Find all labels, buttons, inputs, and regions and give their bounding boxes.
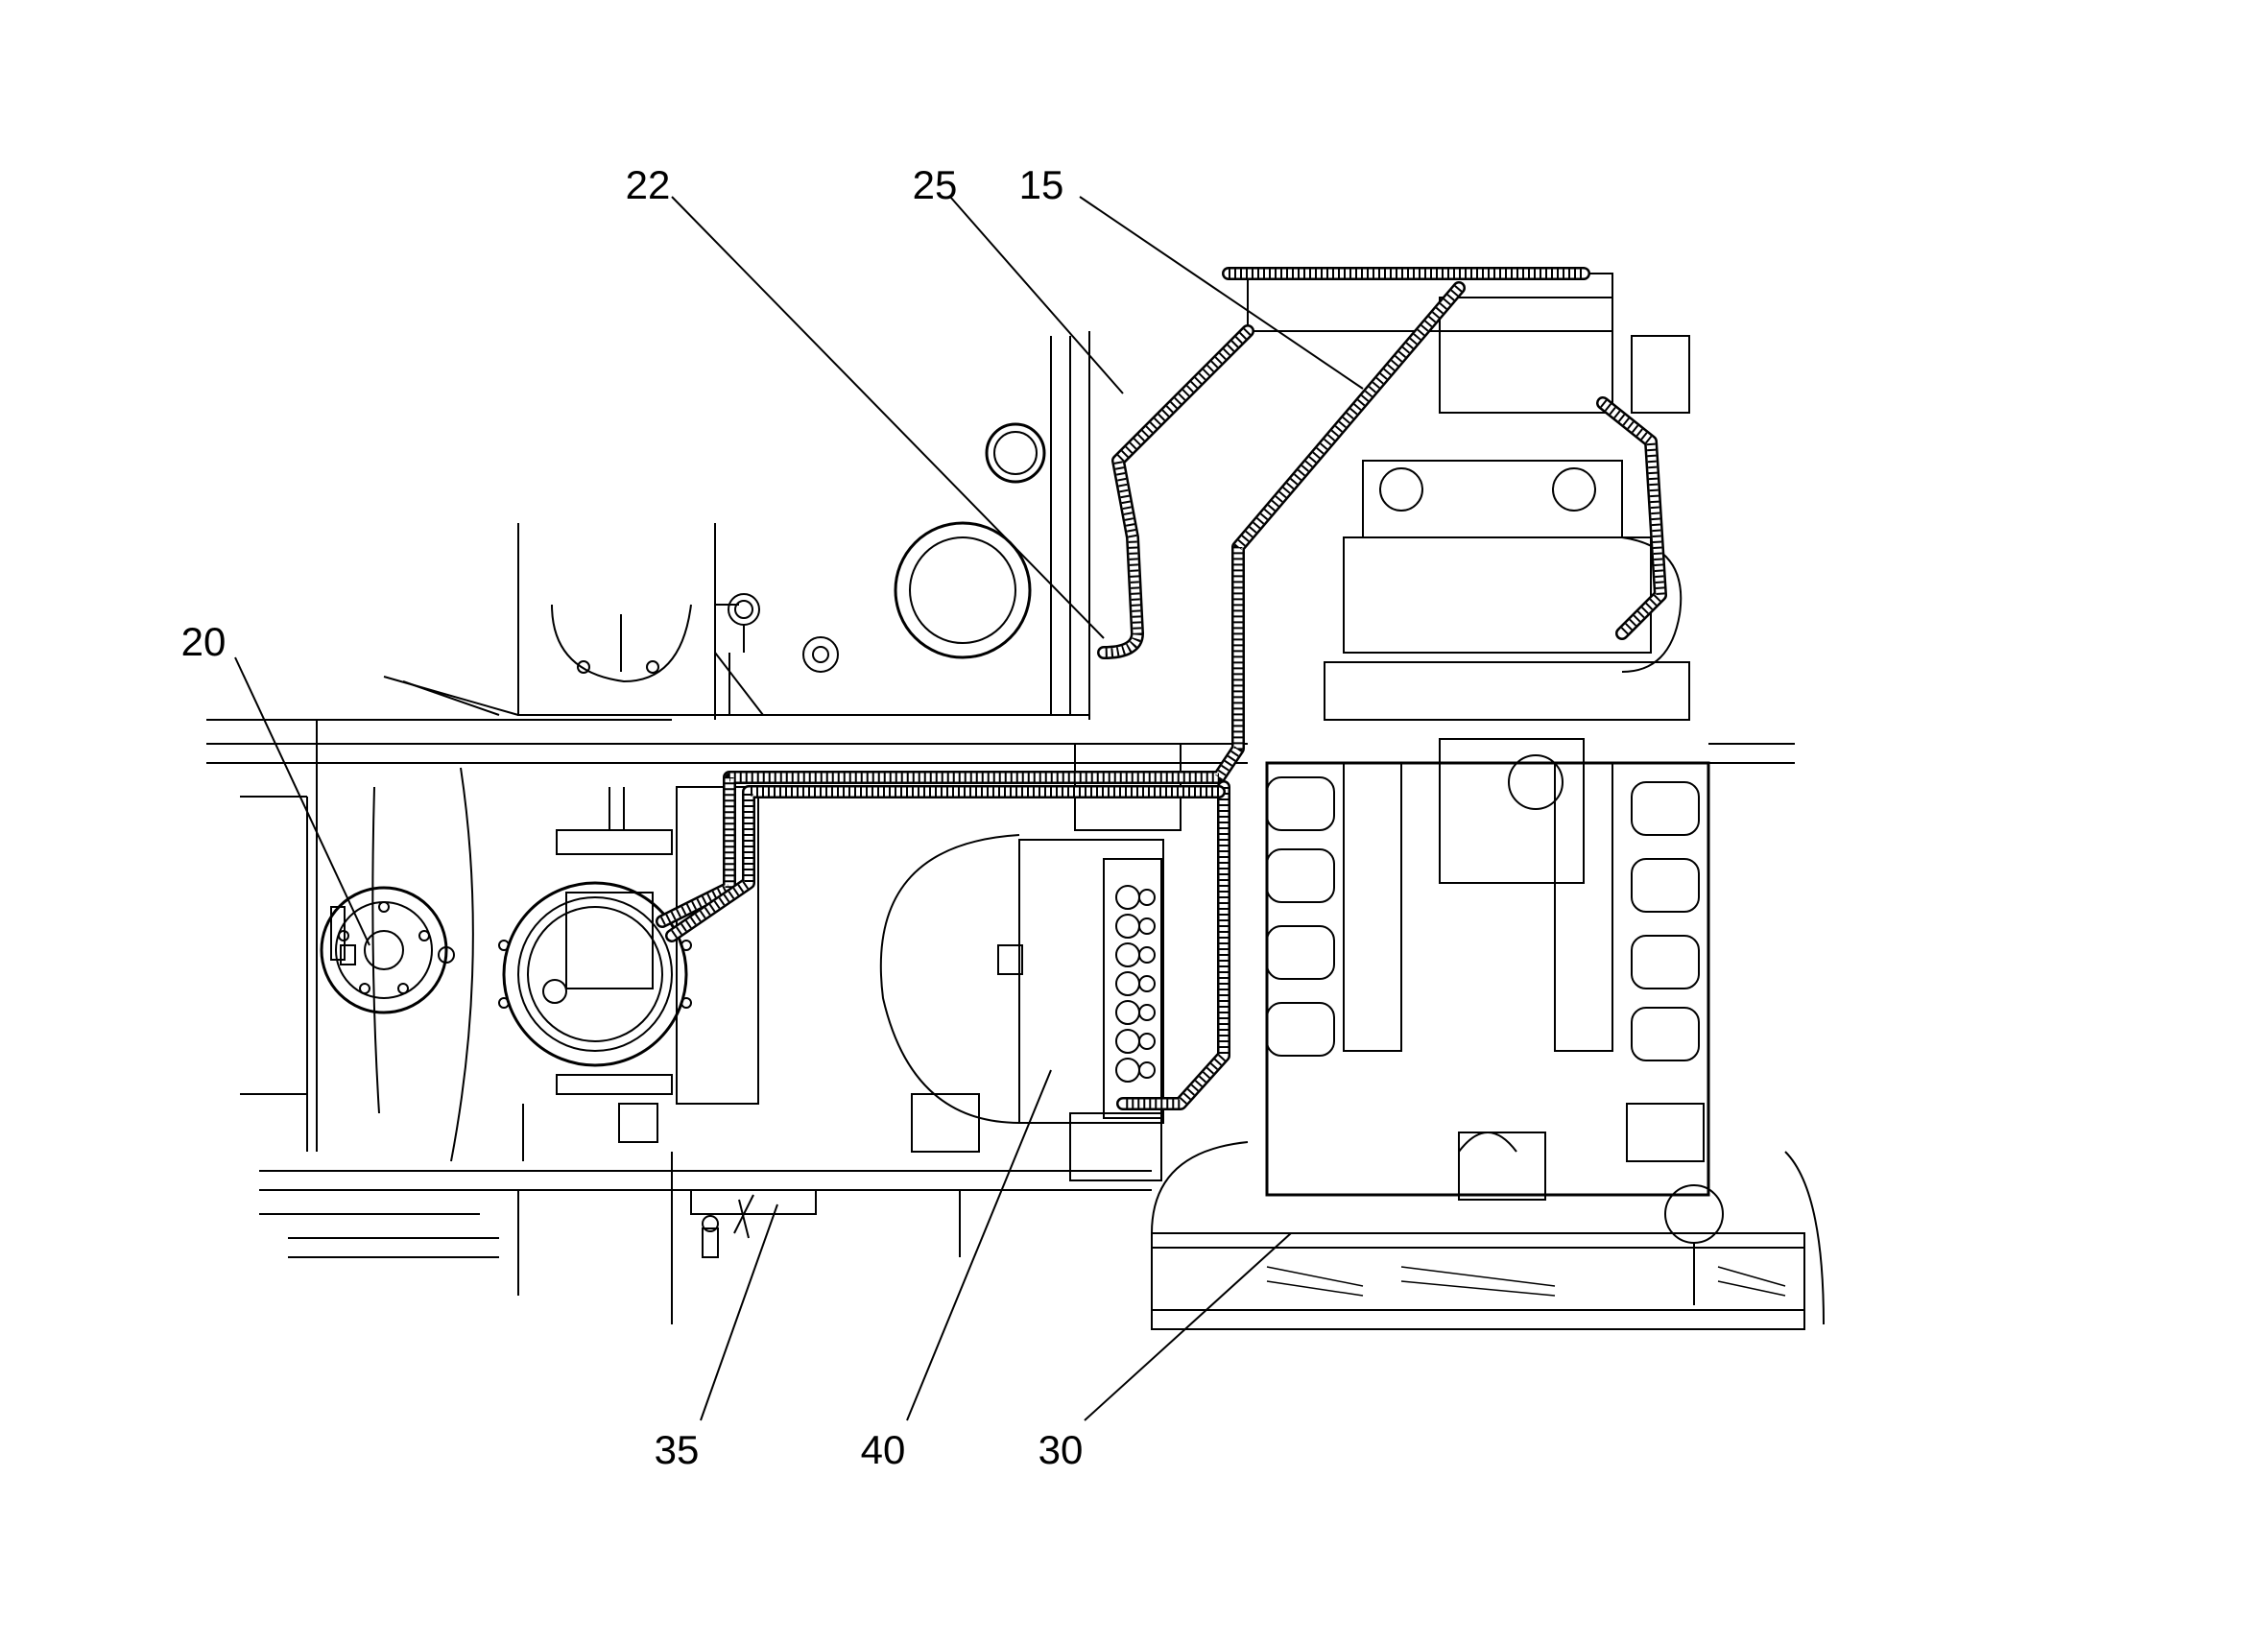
leader-lines [234,196,1364,1421]
callout-22: 22 [626,162,671,207]
leader-15 [1079,196,1364,390]
callout-30: 30 [1039,1427,1084,1472]
leader-25 [949,196,1124,394]
engine-block [1247,273,1710,1201]
chassis-frame [206,719,1795,1324]
callout-40: 40 [861,1427,906,1472]
radiator-fins [1266,1266,1786,1297]
callout-25: 25 [913,162,958,207]
callout-15: 15 [1019,162,1064,207]
leader-30 [1084,1232,1292,1421]
callout-20: 20 [181,619,227,664]
upper-housing [336,331,1090,721]
leader-40 [906,1069,1052,1421]
leader-20 [234,656,370,946]
callout-35: 35 [655,1427,700,1472]
injector-covers [1266,776,1700,1061]
control-valve-bank [879,743,1182,1181]
center-drive-motor [498,786,759,1161]
leader-35 [700,1203,778,1421]
pressure-switch [690,1189,817,1258]
valve-spools [1115,885,1156,1083]
hoses [656,267,1667,1110]
radiator [1151,1141,1825,1330]
left-drive-motor [320,767,474,1162]
leader-22 [671,196,1105,639]
callout-labels: 15 20 22 25 30 35 40 [181,162,1084,1472]
